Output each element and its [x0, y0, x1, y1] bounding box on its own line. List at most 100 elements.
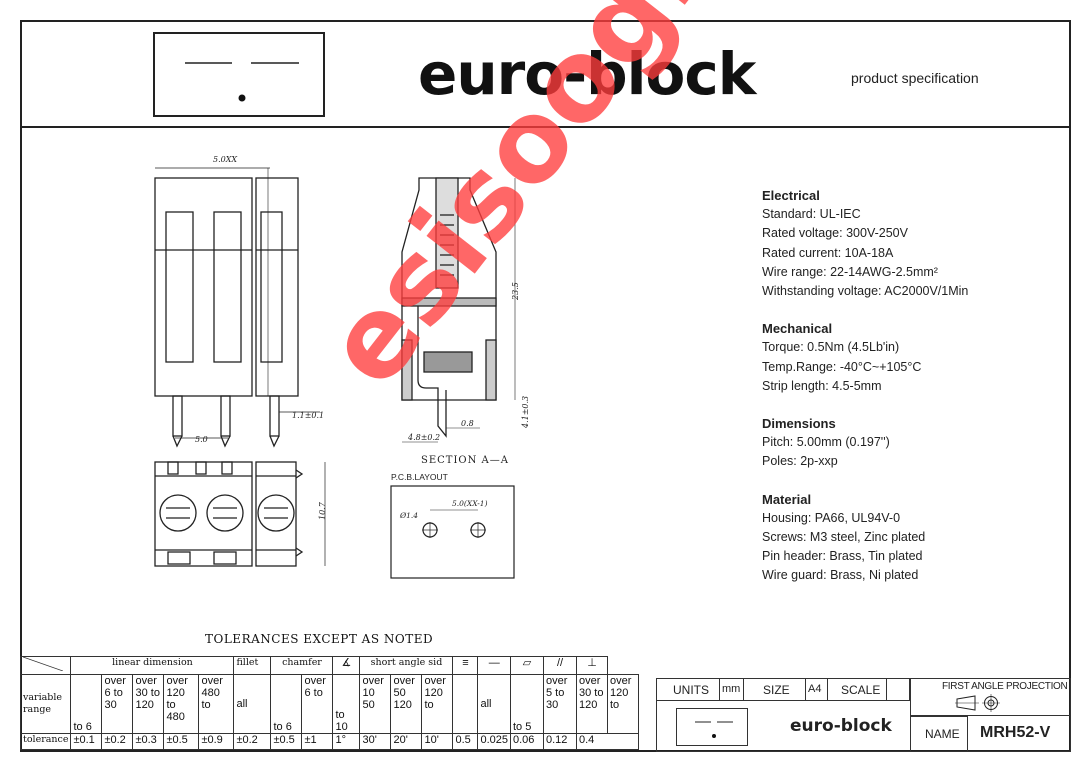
range-cell: all	[477, 674, 511, 734]
technical-drawing: 5.0XX 5.0 1.1±0.1 10.7	[154, 155, 530, 579]
tolerance-value: ±0.2	[233, 733, 272, 750]
spec-line: Screws: M3 steel, Zinc plated	[762, 530, 926, 545]
spec-line: Poles: 2p-xxp	[762, 454, 838, 469]
spec-line: Temp.Range: -40°C~+105°C	[762, 359, 922, 374]
range-cell: over 10 50	[359, 674, 392, 734]
spec-line: Wire range: 22-14AWG-2.5mm²	[762, 264, 938, 279]
logo-box	[153, 32, 325, 117]
dim-height: 23.5	[511, 282, 520, 301]
drawing-frame	[20, 20, 1071, 752]
spec-line: Housing: PA66, UL94V-0	[762, 510, 901, 525]
perpendicularity-icon: ⊥	[576, 656, 608, 675]
pcb-layout	[390, 485, 515, 579]
name-label: NAME	[925, 727, 960, 741]
angle-icon: ∡	[332, 656, 361, 675]
section-label: SECTION A—A	[421, 455, 509, 466]
range-cell: to 5	[510, 674, 544, 734]
range-cell	[452, 674, 479, 734]
tolerance-value: ±0.5	[270, 733, 303, 750]
tolerance-value: ±0.9	[198, 733, 235, 750]
range-cell: over 50 120	[390, 674, 423, 734]
dim-section-width: 4.8±0.2	[407, 433, 440, 442]
title-logo-box	[676, 708, 748, 746]
tolerance-value: 1°	[332, 733, 361, 750]
tolerance-value: 30'	[359, 733, 392, 750]
range-cell: over 6 to	[301, 674, 334, 734]
spec-line: Pitch: 5.00mm (0.197'')	[762, 435, 890, 450]
section-view	[401, 177, 516, 443]
size-value: A4	[808, 683, 822, 695]
pcb-label: P.C.B.LAYOUT	[391, 472, 448, 482]
range-cell: to 10	[332, 674, 361, 734]
header-divider	[20, 126, 1071, 128]
tolerance-range-row: variable range to 6 over 6 to 30 over 30…	[19, 674, 639, 734]
tolerance-value: ±0.5	[163, 733, 200, 750]
range-cell: over 120 to	[421, 674, 454, 734]
spec-line: Rated voltage: 300V-250V	[762, 226, 908, 241]
tolerance-header-row: linear dimension fillet chamfer ∡ short …	[19, 656, 639, 675]
tolerance-value: 20'	[390, 733, 423, 750]
projection-label: FIRST ANGLE PROJECTION	[942, 681, 1068, 692]
projection-cell	[910, 678, 1071, 716]
name-label-cell	[910, 716, 968, 752]
spec-heading: Mechanical	[762, 321, 833, 337]
tolerances-title: TOLERANCES EXCEPT AS NOTED	[205, 632, 434, 646]
tolerance-value: 10'	[421, 733, 454, 750]
spec-line: Strip length: 4.5-5mm	[762, 378, 882, 393]
spec-material: Material Housing: PA66, UL94V-0 Screws: …	[762, 490, 1062, 586]
straightness-icon: —	[477, 656, 511, 675]
pcb-hole: Ø1.4	[399, 511, 418, 520]
group-chamfer: chamfer	[270, 656, 334, 675]
logo-mark	[185, 62, 299, 102]
range-cell: over 120 to 480	[163, 674, 200, 734]
range-cell: over 30 to 120	[132, 674, 165, 734]
dim-pitch: 5.0	[195, 435, 208, 444]
brand-title: euro-block	[418, 40, 756, 108]
group-fillet: fillet	[233, 656, 272, 675]
range-cell: to 6	[270, 674, 303, 734]
tolerance-label: tolerance	[19, 733, 72, 750]
tolerance-value: ±0.3	[132, 733, 165, 750]
tolerance-value: 0.025	[477, 733, 511, 750]
tolerance-value: ±0.1	[70, 733, 103, 750]
spec-line: Withstanding voltage: AC2000V/1Min	[762, 284, 969, 299]
spec-line: Pin header: Brass, Tin plated	[762, 549, 923, 564]
dim-depth: 10.7	[318, 501, 327, 520]
range-cell: over 480 to	[198, 674, 235, 734]
tolerance-value: 0.4	[576, 733, 639, 750]
units-value-cell	[719, 678, 744, 701]
flatness-icon: ≡	[452, 656, 479, 675]
group-short-angle: short angle sid	[359, 656, 454, 675]
tolerance-value: ±1	[301, 733, 334, 750]
projection-symbol-icon	[955, 694, 1000, 712]
units-label: UNITS	[673, 683, 709, 697]
spec-heading: Material	[762, 491, 812, 507]
tolerance-value: 0.06	[510, 733, 544, 750]
range-cell: over 6 to 30	[101, 674, 134, 734]
tolerance-value-row: tolerance ±0.1 ±0.2 ±0.3 ±0.5 ±0.9 ±0.2 …	[19, 733, 639, 750]
range-cell: over 30 to 120	[576, 674, 608, 734]
dim-section-pin: 0.8	[461, 419, 474, 428]
spec-heading: Dimensions	[762, 416, 836, 432]
tolerance-value: 0.12	[543, 733, 577, 750]
top-view	[154, 461, 326, 567]
dim-top: 5.0XX	[213, 155, 237, 164]
tolerance-value: 0.5	[452, 733, 479, 750]
title-brand: euro-block	[790, 716, 892, 736]
spec-line: Standard: UL-IEC	[762, 207, 861, 222]
range-cell: over 5 to 30	[543, 674, 577, 734]
pcb-pitch: 5.0(XX-1)	[452, 499, 488, 508]
spec-heading: Electrical	[762, 188, 820, 203]
spec-mechanical: Mechanical Torque: 0.5Nm (4.5Lb'in) Temp…	[762, 319, 1062, 396]
scale-value-cell	[886, 678, 910, 701]
tolerance-table: linear dimension fillet chamfer ∡ short …	[19, 656, 639, 750]
doc-subtitle: product specification	[851, 70, 979, 86]
size-label: SIZE	[763, 683, 790, 697]
front-view	[154, 167, 320, 448]
group-linear: linear dimension	[70, 656, 235, 675]
units-value: mm	[722, 683, 741, 695]
name-value: MRH52-V	[980, 724, 1051, 741]
flatness-parallelogram-icon: ▱	[510, 656, 544, 675]
spec-line: Rated current: 10A-18A	[762, 245, 894, 260]
dim-section-pinlen: 4.1±0.3	[521, 396, 530, 429]
